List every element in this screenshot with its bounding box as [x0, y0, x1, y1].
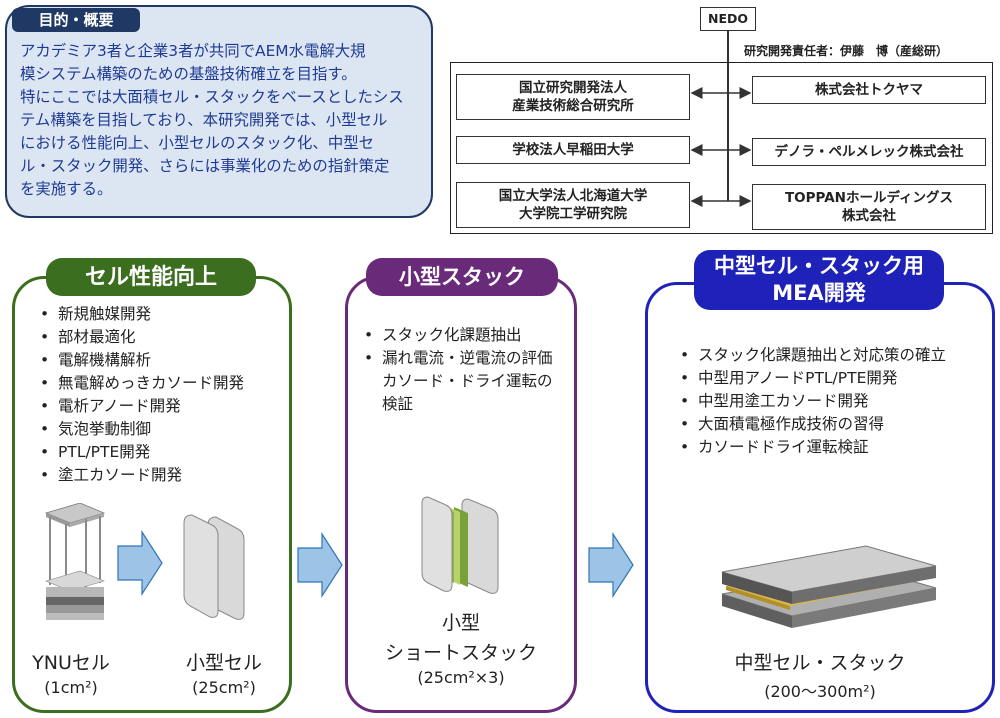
short-stack-size: (25cm²×3)	[417, 668, 505, 687]
small-cell-illustration	[183, 514, 245, 620]
stage1-list: 新規触媒開発 部材最適化 電解機構解析 無電解めっきカソード開発 電析アノード開…	[36, 303, 286, 487]
org-connector-lines	[690, 87, 752, 207]
list-item: 大面積電極作成技術の習得	[676, 413, 972, 436]
stage3-tag-line1: 中型セル・スタック用	[714, 254, 924, 278]
org-toppan-box: TOPPANホールディングス株式会社	[752, 184, 986, 230]
list-item: 気泡挙動制御	[36, 418, 286, 441]
list-item: カソードドライ運転検証	[676, 436, 972, 459]
stage3-list: スタック化課題抽出と対応策の確立 中型用アノードPTL/PTE開発 中型用塗工カ…	[676, 344, 972, 459]
org-hokkaido-box: 国立大学法人北海道大学大学院工学研究院	[456, 182, 690, 228]
objective-line: 模システム構築のための基盤技術確立を目指す。	[20, 65, 357, 83]
org-hokkaido-line1: 国立大学法人北海道大学	[498, 188, 648, 204]
list-item: 漏れ電流・逆電流の評価カソード・ドライ運転の検証	[360, 347, 566, 416]
org-leader-label: 研究開発責任者：伊藤 博（産総研）	[744, 44, 949, 58]
objective-line: 特にここでは大面積セル・スタックをベースとしたシス	[20, 88, 404, 106]
list-item: 中型用塗工カソード開発	[676, 390, 972, 413]
org-denora-box: デノラ・ペルメレック株式会社	[752, 138, 986, 166]
flow-arrow-2	[297, 532, 343, 598]
list-item: 新規触媒開発	[36, 303, 286, 326]
org-toppan-line2: 株式会社	[841, 208, 896, 224]
short-stack-label-line2: ショートスタック	[384, 642, 537, 664]
org-aist-line1: 国立研究開発法人	[519, 80, 627, 96]
short-stack-label-line1: 小型	[441, 612, 480, 634]
medium-stack-label: 中型セル・スタック	[734, 652, 906, 674]
short-stack-illustration	[421, 496, 499, 594]
list-item: 電析アノード開発	[36, 395, 286, 418]
medium-stack-size: (200〜300m²)	[764, 682, 876, 701]
org-trunk-line	[727, 31, 729, 201]
objective-line: ル・スタック開発、さらには事業化のための指針策定	[20, 157, 390, 175]
stage2-tag: 小型スタック	[366, 258, 558, 296]
objective-box	[5, 5, 433, 218]
ynu-cell-illustration	[44, 503, 106, 620]
list-item: 電解機構解析	[36, 349, 286, 372]
stage3-tag-line2: MEA開発	[772, 281, 866, 305]
list-item: スタック化課題抽出と対応策の確立	[676, 344, 972, 367]
org-tokuyama-box: 株式会社トクヤマ	[752, 76, 986, 104]
list-item: 無電解めっきカソード開発	[36, 372, 286, 395]
objective-line: における性能向上、小型セルのスタック化、中型セ	[20, 134, 374, 152]
flow-arrow-1	[117, 530, 163, 596]
list-item: PTL/PTE開発	[36, 441, 286, 464]
org-waseda-box: 学校法人早稲田大学	[456, 136, 690, 164]
ynu-cell-size: (1cm²)	[44, 678, 98, 697]
list-item: 部材最適化	[36, 326, 286, 349]
org-aist-box: 国立研究開発法人産業技術総合研究所	[456, 74, 690, 120]
objective-line: アカデミア3者と企業3者が共同でAEM水電解大規	[20, 42, 366, 60]
objective-text: アカデミア3者と企業3者が共同でAEM水電解大規 模システム構築のための基盤技術…	[20, 40, 422, 201]
org-nedo-box: NEDO	[700, 7, 756, 31]
objective-line: テム構築を目指しており、本研究開発では、小型セル	[20, 111, 388, 129]
stage2-list: スタック化課題抽出 漏れ電流・逆電流の評価カソード・ドライ運転の検証	[360, 324, 566, 416]
flow-arrow-3	[588, 532, 634, 598]
list-item: 塗工カソード開発	[36, 464, 286, 487]
org-aist-line2: 産業技術総合研究所	[512, 98, 634, 114]
stage1-tag: セル性能向上	[46, 258, 256, 296]
medium-stack-illustration	[721, 545, 937, 628]
small-cell-size: (25cm²)	[192, 678, 256, 697]
org-toppan-line1: TOPPANホールディングス	[784, 190, 954, 206]
list-item: 中型用アノードPTL/PTE開発	[676, 367, 972, 390]
org-frame	[450, 62, 993, 234]
objective-tag: 目的・概要	[12, 8, 140, 32]
stage3-tag: 中型セル・スタック用 MEA開発	[694, 250, 944, 310]
org-hokkaido-line2: 大学院工学研究院	[519, 206, 627, 222]
ynu-cell-label: YNUセル	[32, 652, 110, 674]
small-cell-label: 小型セル	[185, 652, 262, 674]
list-item: スタック化課題抽出	[360, 324, 566, 347]
objective-line: を実施する。	[20, 180, 113, 198]
